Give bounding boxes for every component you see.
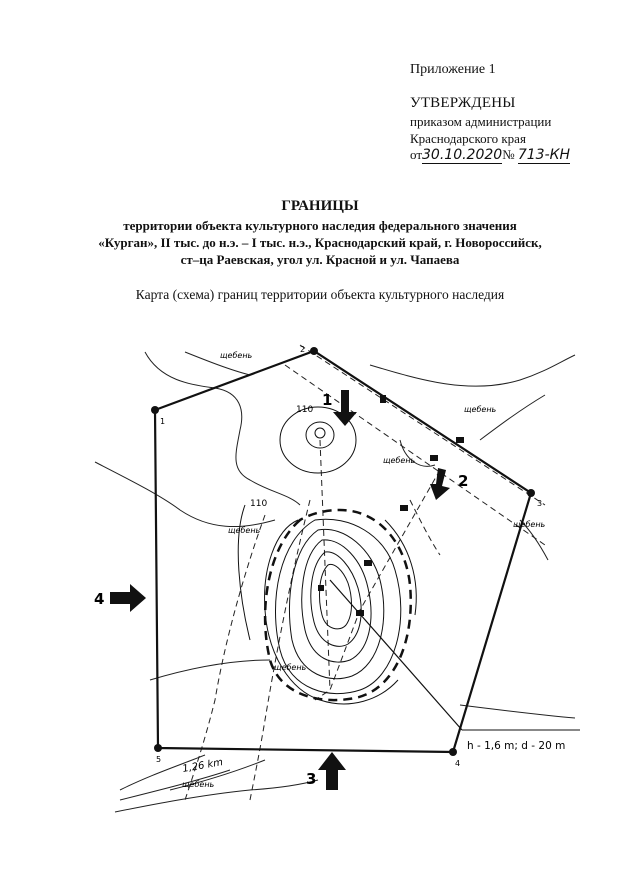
- number-mark: №: [502, 147, 515, 162]
- surface-label: щебень: [274, 663, 307, 672]
- protection-outline: [263, 508, 412, 702]
- date-line: от30.10.2020№ 713-КН: [410, 147, 571, 164]
- date-handwritten: 30.10.2020: [422, 147, 503, 164]
- number-handwritten: 713-КН: [517, 147, 571, 164]
- contour-label: 110: [250, 499, 267, 509]
- map-caption: Карта (схема) границ территории объекта …: [135, 287, 505, 302]
- handwritten-distance-note: 1,26 km: [182, 757, 225, 775]
- boundary-point-4: [449, 748, 457, 756]
- surface-label: щебень: [464, 405, 497, 414]
- vertex-label-1: 1: [160, 417, 165, 426]
- section-line: [329, 579, 463, 731]
- title-line-3: ст–ца Раевская, угол ул. Красной и ул. Ч…: [180, 252, 460, 267]
- scale-note: h - 1,6 m; d - 20 m: [467, 740, 565, 752]
- contour-label: 110: [296, 405, 313, 415]
- surface-label: щебень: [383, 456, 416, 465]
- document-title: ГРАНИЦЫ: [281, 198, 359, 214]
- surface-labels: щебень щебень щебень щебень щебень щебен…: [182, 351, 546, 789]
- surface-label: щебень: [228, 526, 261, 535]
- boundary-point-5: [154, 744, 162, 752]
- boundary-point-1: [151, 406, 159, 414]
- view-arrow-2-label: 2: [458, 472, 468, 490]
- vertex-label-3: 3: [537, 499, 542, 508]
- view-arrow-3-label: 3: [306, 770, 316, 788]
- vertex-label-2: 2: [300, 345, 305, 354]
- view-arrow-4: 4: [94, 584, 146, 612]
- vertex-label-4: 4: [455, 759, 460, 768]
- appendix-label: Приложение 1: [410, 62, 496, 77]
- boundary-point-2: [310, 347, 318, 355]
- territory-boundary: [153, 349, 533, 754]
- date-prefix: от: [410, 147, 423, 162]
- boundary-points: [151, 347, 535, 756]
- contour-lines: [237, 406, 417, 705]
- vertex-label-5: 5: [156, 755, 161, 764]
- view-arrow-1: 1: [322, 390, 357, 426]
- title-line-1: территории объекта культурного наследия …: [123, 218, 517, 233]
- region-line: Краснодарского края: [410, 131, 526, 146]
- surface-label: щебень: [513, 520, 546, 529]
- surface-label: щебень: [182, 780, 215, 789]
- view-arrow-1-label: 1: [322, 391, 332, 409]
- title-line-2: «Курган», II тыс. до н.э. – I тыс. н.э.,…: [98, 235, 542, 250]
- view-arrow-4-label: 4: [94, 590, 104, 608]
- view-arrow-3: 3: [306, 752, 346, 790]
- approved-label: УТВЕРЖДЕНЫ: [410, 95, 516, 111]
- view-arrow-2: 2: [430, 468, 468, 500]
- order-line: приказом администрации: [410, 114, 552, 129]
- boundary-point-3: [527, 489, 535, 497]
- surface-label: щебень: [220, 351, 253, 360]
- survey-markers: [318, 395, 464, 616]
